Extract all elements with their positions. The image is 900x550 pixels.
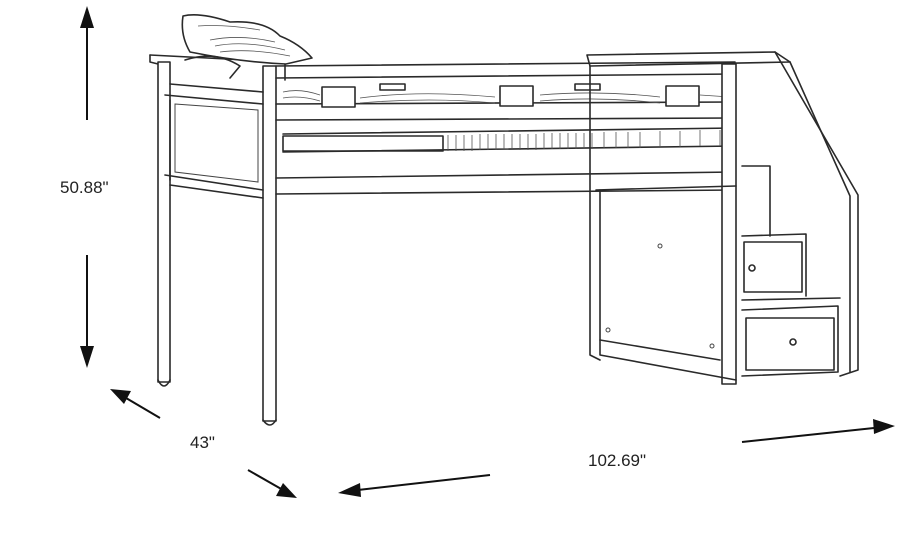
height-dimension-label: 50.88" (60, 178, 109, 197)
depth-dimension-label: 43" (190, 433, 215, 452)
bed-frame (149, 14, 736, 426)
width-dimension-arrow-right (741, 419, 895, 443)
depth-dimension-arrow (110, 389, 297, 498)
stair-unit (586, 51, 859, 385)
width-dimension-label: 102.69" (588, 451, 647, 470)
height-dimension-arrow (80, 6, 94, 368)
width-dimension-arrow-left (338, 474, 491, 497)
